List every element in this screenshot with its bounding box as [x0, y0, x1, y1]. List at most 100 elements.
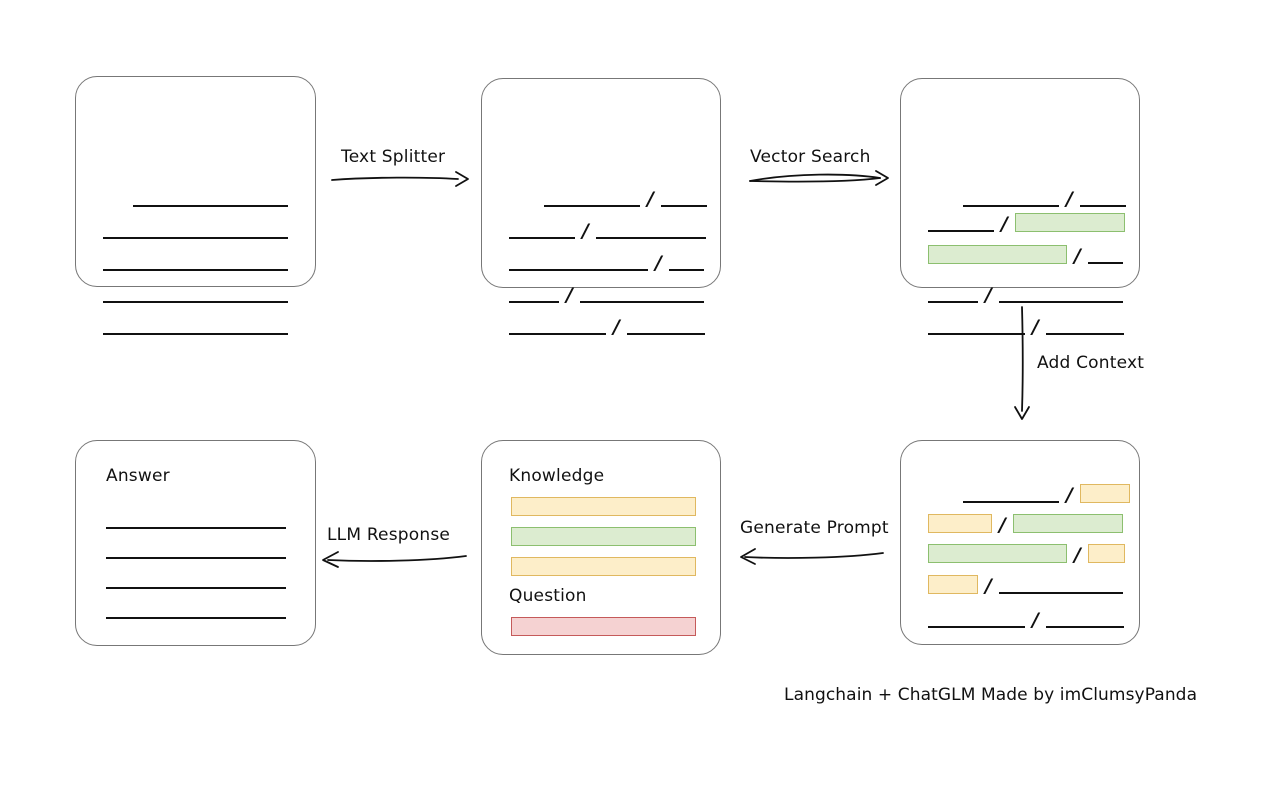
- text-line-segment: [106, 527, 286, 529]
- matched-chunk-highlight: [928, 544, 1067, 563]
- knowledge-bar: [511, 497, 696, 516]
- separator-slash: /: [985, 284, 992, 306]
- knowledge-bar: [511, 557, 696, 576]
- edge-vector-search-arrow: [749, 170, 889, 186]
- question-label: Question: [509, 586, 587, 606]
- text-line-segment: [509, 237, 575, 239]
- matched-chunk-highlight: [928, 245, 1067, 264]
- doc-row: /: [928, 244, 1123, 267]
- edge-text-splitter-arrow: [331, 171, 469, 187]
- doc-row: /: [509, 283, 704, 306]
- edge-llm-response-label: LLM Response: [327, 525, 451, 545]
- separator-slash: /: [566, 284, 573, 306]
- diagram-caption: Langchain + ChatGLM Made by imClumsyPand…: [784, 685, 1198, 705]
- doc-row: /: [963, 187, 1126, 210]
- text-line-segment: [928, 626, 1025, 628]
- doc-row: /: [963, 483, 1130, 506]
- text-line-segment: [103, 237, 288, 239]
- separator-slash: /: [1032, 316, 1039, 338]
- answer-card-inner: Answer: [76, 441, 315, 645]
- text-line-segment: [1045, 333, 1124, 335]
- source-document-card[interactable]: [75, 76, 316, 335]
- doc-row: [103, 283, 288, 303]
- text-line-segment: [103, 333, 288, 335]
- doc-row: /: [928, 543, 1125, 566]
- split-document-rows: / / / / /: [482, 79, 720, 337]
- question-chunk-highlight: [928, 575, 978, 594]
- text-line-segment: [668, 269, 704, 271]
- answer-row: [106, 509, 286, 529]
- text-line-segment: [509, 333, 606, 335]
- separator-slash: /: [1066, 484, 1073, 506]
- separator-slash: /: [1066, 188, 1073, 210]
- context-document-rows: / / / / /: [901, 441, 1139, 644]
- doc-row: /: [509, 251, 704, 274]
- source-document-rows: [76, 77, 315, 335]
- separator-slash: /: [1001, 213, 1008, 235]
- text-line-segment: [928, 301, 978, 303]
- doc-row: /: [928, 513, 1123, 535]
- text-line-segment: [544, 205, 640, 207]
- text-line-segment: [1087, 262, 1123, 264]
- separator-slash: /: [647, 188, 654, 210]
- text-line-segment: [928, 230, 994, 232]
- context-document-card[interactable]: / / / / /: [900, 440, 1140, 645]
- answer-label: Answer: [106, 466, 170, 486]
- split-document-card[interactable]: / / / / /: [481, 78, 721, 337]
- knowledge-label: Knowledge: [509, 466, 605, 486]
- text-line-segment: [998, 301, 1123, 303]
- doc-row: [133, 187, 288, 207]
- doc-row: /: [928, 212, 1125, 235]
- answer-row: [106, 599, 286, 619]
- question-bar: [511, 617, 696, 636]
- answer-row: [106, 539, 286, 559]
- doc-row: /: [509, 315, 705, 338]
- doc-row: /: [928, 608, 1124, 631]
- text-line-segment: [660, 205, 707, 207]
- doc-row: /: [928, 574, 1123, 597]
- text-line-segment: [1045, 626, 1124, 628]
- matched-document-card[interactable]: / / / / /: [900, 78, 1140, 337]
- separator-slash: /: [1074, 245, 1081, 267]
- knowledge-bar: [511, 527, 696, 546]
- doc-row: /: [544, 187, 707, 210]
- doc-row: [103, 219, 288, 239]
- text-line-segment: [106, 587, 286, 589]
- text-line-segment: [1079, 205, 1126, 207]
- edge-add-context-arrow: [1014, 306, 1030, 420]
- doc-row: [103, 315, 288, 335]
- separator-slash: /: [582, 220, 589, 242]
- text-line-segment: [595, 237, 706, 239]
- separator-slash: /: [1074, 544, 1081, 566]
- matched-document-rows: / / / / /: [901, 79, 1139, 337]
- text-line-segment: [103, 269, 288, 271]
- doc-row: [103, 251, 288, 271]
- text-line-segment: [963, 205, 1059, 207]
- prompt-card[interactable]: Knowledge Question: [481, 440, 721, 655]
- matched-chunk-highlight: [1012, 514, 1123, 533]
- text-line-segment: [103, 301, 288, 303]
- answer-card[interactable]: Answer: [75, 440, 316, 646]
- edge-generate-prompt-arrow: [740, 548, 884, 565]
- edge-text-splitter-label: Text Splitter: [341, 147, 446, 167]
- question-chunk-highlight: [1087, 544, 1125, 563]
- text-line-segment: [626, 333, 705, 335]
- prompt-card-inner: Knowledge Question: [482, 441, 720, 654]
- doc-row: /: [928, 315, 1124, 338]
- separator-slash: /: [655, 252, 662, 274]
- text-line-segment: [509, 301, 559, 303]
- text-line-segment: [998, 592, 1123, 594]
- edge-add-context-label: Add Context: [1037, 353, 1145, 373]
- separator-slash: /: [1032, 609, 1039, 631]
- doc-row: /: [509, 219, 706, 242]
- text-line-segment: [106, 557, 286, 559]
- edge-generate-prompt-label: Generate Prompt: [740, 518, 889, 538]
- text-line-segment: [963, 501, 1059, 503]
- text-line-segment: [133, 205, 288, 207]
- separator-slash: /: [985, 575, 992, 597]
- matched-chunk-highlight: [1014, 213, 1125, 232]
- text-line-segment: [928, 333, 1025, 335]
- text-line-segment: [579, 301, 704, 303]
- separator-slash: /: [613, 316, 620, 338]
